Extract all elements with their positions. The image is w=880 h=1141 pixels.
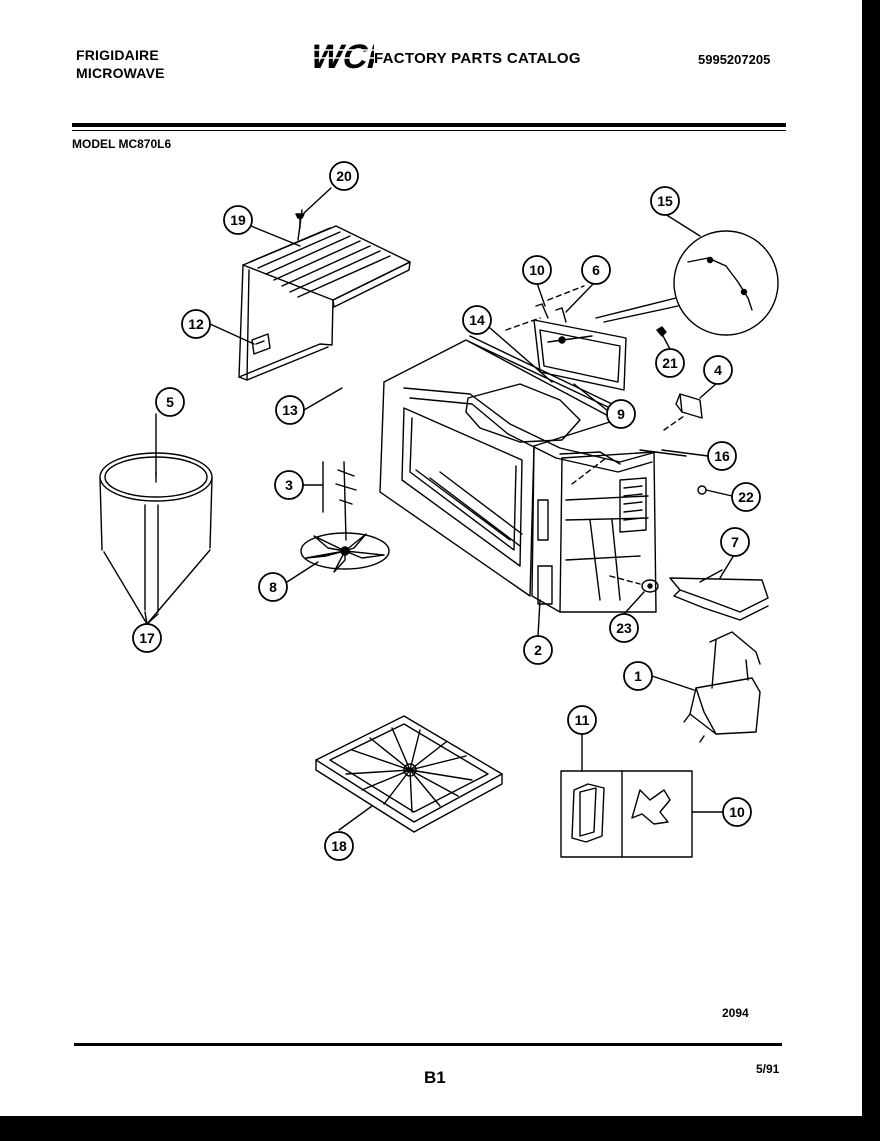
svg-text:2: 2 <box>534 642 542 658</box>
callout-11: 11 <box>567 705 597 735</box>
page-date: 5/91 <box>756 1062 780 1076</box>
scan-border-right <box>862 0 880 1141</box>
svg-text:9: 9 <box>617 406 625 422</box>
svg-text:10: 10 <box>529 262 545 278</box>
callout-10: 10 <box>522 255 552 285</box>
callout-21: 21 <box>655 348 685 378</box>
svg-text:11: 11 <box>575 712 590 728</box>
svg-text:5: 5 <box>166 394 174 410</box>
scan-border-bottom <box>0 1116 880 1141</box>
svg-text:22: 22 <box>738 489 754 505</box>
callout-4: 4 <box>703 355 733 385</box>
fan-blade-part <box>300 532 390 573</box>
svg-text:13: 13 <box>282 402 298 418</box>
callout-17: 17 <box>132 623 162 653</box>
header-rule-thin <box>72 130 786 131</box>
callout-19: 19 <box>223 205 253 235</box>
svg-text:4: 4 <box>714 362 722 378</box>
svg-text:18: 18 <box>331 838 347 854</box>
brand-block: FRIGIDAIRE MICROWAVE <box>76 46 165 82</box>
brand-name: FRIGIDAIRE <box>76 47 159 63</box>
callout-6: 6 <box>581 255 611 285</box>
callout-20: 20 <box>329 161 359 191</box>
catalog-number: 5995207205 <box>698 52 771 67</box>
svg-text:7: 7 <box>731 534 739 550</box>
motor-shaft-part <box>322 461 357 541</box>
exploded-parts-diagram: 20 19 12 5 13 3 8 17 14 10 6 15 21 4 9 1… <box>99 161 779 861</box>
callout-14: 14 <box>462 305 492 335</box>
callout-15: 15 <box>650 186 680 216</box>
svg-text:20: 20 <box>336 168 352 184</box>
svg-text:23: 23 <box>616 620 632 636</box>
callout-23: 23 <box>609 613 639 643</box>
callout-1: 1 <box>623 661 653 691</box>
svg-text:16: 16 <box>714 448 730 464</box>
callout-22: 22 <box>731 482 761 512</box>
waveguide-part <box>403 335 687 473</box>
wci-logo: WCI <box>308 38 374 72</box>
callout-2: 2 <box>523 635 553 665</box>
leader-lines <box>103 187 735 831</box>
callout-3: 3 <box>274 470 304 500</box>
model-label: MODEL MC870L6 <box>72 137 172 151</box>
svg-text:12: 12 <box>188 316 204 332</box>
explode-lines <box>505 285 685 585</box>
oven-cavity-part <box>379 339 657 613</box>
page-code: B1 <box>424 1068 446 1087</box>
lamp-bracket-part <box>533 297 679 391</box>
logo-text: WCI <box>308 38 374 72</box>
callout-12: 12 <box>181 309 211 339</box>
screw-22-part <box>697 485 707 495</box>
callout-10b: 10 <box>722 797 752 827</box>
screw-small-part <box>656 326 667 337</box>
screw-part <box>295 213 305 229</box>
drawing-number: 2094 <box>722 1006 749 1020</box>
svg-text:10: 10 <box>729 804 745 820</box>
inset-box-part <box>560 770 693 858</box>
turntable-part <box>99 452 213 613</box>
svg-text:17: 17 <box>139 630 155 646</box>
svg-text:8: 8 <box>269 579 277 595</box>
callout-7: 7 <box>720 527 750 557</box>
callout-9: 9 <box>606 399 636 429</box>
svg-text:1: 1 <box>634 668 642 684</box>
header-rule <box>72 123 786 127</box>
product-type: MICROWAVE <box>76 65 165 81</box>
splatter-tray-part <box>315 715 503 833</box>
callout-18: 18 <box>324 831 354 861</box>
svg-text:15: 15 <box>657 193 673 209</box>
detail-circle-part <box>673 230 779 336</box>
callout-13: 13 <box>275 395 305 425</box>
catalog-title: FACTORY PARTS CATALOG <box>374 50 581 67</box>
bracket-part <box>251 333 271 355</box>
svg-text:6: 6 <box>592 262 600 278</box>
switch-part <box>641 579 659 593</box>
svg-text:14: 14 <box>469 312 485 328</box>
callout-5: 5 <box>155 387 185 417</box>
callout-8: 8 <box>258 572 288 602</box>
vent-duct-part <box>669 569 769 621</box>
bracket-small-part <box>675 393 703 419</box>
svg-text:21: 21 <box>662 355 678 371</box>
svg-text:19: 19 <box>230 212 246 228</box>
svg-text:3: 3 <box>285 477 293 493</box>
exhaust-duct-part <box>683 631 761 743</box>
callout-16: 16 <box>707 441 737 471</box>
footer-rule <box>74 1043 782 1046</box>
outer-cover-part <box>238 209 411 381</box>
